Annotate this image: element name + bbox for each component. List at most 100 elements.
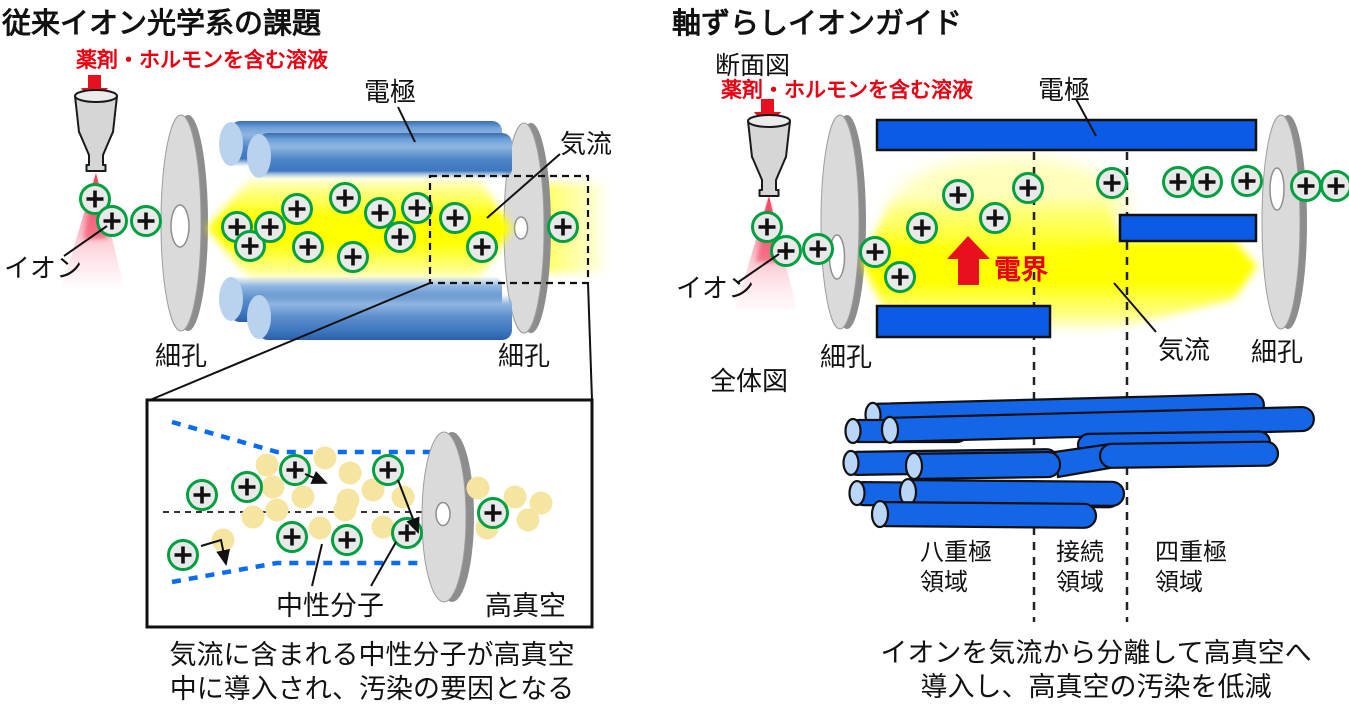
ion-label: イオン bbox=[676, 273, 755, 303]
rod bbox=[904, 450, 1062, 481]
sprayer-nozzle bbox=[74, 89, 118, 172]
ion-symbol bbox=[390, 516, 424, 550]
region-line: 領域 bbox=[1155, 569, 1203, 596]
region-line: 領域 bbox=[920, 569, 968, 596]
ion-symbol bbox=[905, 211, 939, 245]
ion-symbol bbox=[1190, 165, 1224, 199]
region-line: 領域 bbox=[1056, 569, 1104, 596]
caption-line: 中に導入され、汚染の要因となる bbox=[169, 674, 575, 704]
ion-symbol bbox=[330, 523, 364, 557]
pore-label: 細孔 bbox=[1251, 337, 1304, 367]
pore-label: 細孔 bbox=[820, 342, 873, 372]
ion-symbol bbox=[275, 520, 309, 554]
sprayer-nozzle bbox=[747, 114, 791, 197]
ion-symbol bbox=[278, 453, 312, 487]
ion-symbol bbox=[363, 196, 397, 230]
region-line: 四重極 bbox=[1155, 539, 1227, 566]
motion-arrow bbox=[304, 471, 328, 484]
ion-symbol bbox=[1095, 166, 1129, 200]
offset-electrode bbox=[1118, 213, 1258, 243]
ion-symbol bbox=[383, 220, 417, 254]
ion-symbol bbox=[1161, 165, 1195, 199]
high-vacuum-label: 高真空 bbox=[485, 591, 566, 621]
neutral-molecule bbox=[371, 515, 395, 539]
zoom-region-rect bbox=[428, 174, 590, 285]
neutral-molecule-leader-line bbox=[370, 541, 397, 587]
pore-label: 細孔 bbox=[498, 341, 551, 371]
inset-aperture-disk bbox=[421, 431, 474, 603]
ion-symbol bbox=[769, 234, 803, 268]
right-panel-graphics bbox=[735, 98, 1349, 622]
rod bbox=[870, 499, 1098, 529]
neutral-molecule bbox=[241, 505, 265, 529]
electrode-leader-line bbox=[397, 106, 416, 143]
gas-flow-label: 気流 bbox=[1158, 335, 1211, 365]
gas-flow-leader-line bbox=[486, 153, 561, 219]
aperture-disk bbox=[820, 114, 866, 330]
ion-symbol bbox=[801, 232, 835, 266]
ion-symbol bbox=[253, 210, 287, 244]
neutral-molecule bbox=[391, 485, 415, 509]
cross-section-label: 断面図 bbox=[715, 52, 791, 80]
ion-symbol bbox=[1230, 164, 1264, 198]
overall-view-label: 全体図 bbox=[710, 366, 789, 396]
motion-arrow bbox=[397, 479, 420, 534]
ion-symbol bbox=[858, 235, 892, 269]
neutral-molecule-label: 中性分子 bbox=[276, 591, 384, 621]
ion-symbol bbox=[95, 204, 129, 238]
gas-flow-label: 気流 bbox=[560, 129, 613, 159]
neutral-molecule bbox=[265, 498, 289, 522]
ion-symbol bbox=[1011, 171, 1045, 205]
zoom-connector-line bbox=[149, 282, 431, 401]
zoom-connector-line bbox=[587, 282, 593, 401]
neutral-molecule bbox=[255, 453, 279, 477]
inset-magnified-view bbox=[145, 398, 594, 629]
neutral-molecule bbox=[338, 461, 362, 485]
electrode-leader-line bbox=[1075, 98, 1097, 137]
ion-symbol bbox=[336, 240, 370, 274]
ion-leader-line bbox=[63, 225, 108, 257]
electrode-cylinders bbox=[219, 121, 512, 340]
rod bbox=[898, 477, 1126, 507]
ion-symbol bbox=[166, 538, 200, 572]
ion-symbol bbox=[941, 178, 975, 212]
multipole-rods bbox=[842, 392, 1315, 529]
ion-symbol bbox=[185, 478, 219, 512]
left-panel-graphics bbox=[62, 75, 608, 629]
right-panel-title: 軸ずらしイオンガイド bbox=[672, 8, 963, 40]
region-quadrupole-label: 四重極 領域 bbox=[1155, 538, 1227, 598]
solution-label: 薬剤・ホルモンを含む溶液 bbox=[76, 49, 328, 72]
region-line: 接続 bbox=[1056, 539, 1104, 566]
neutral-molecule bbox=[503, 485, 527, 509]
neutral-molecule bbox=[261, 475, 285, 499]
aperture-disk bbox=[160, 114, 208, 332]
ion-symbol bbox=[438, 201, 472, 235]
solution-label: 薬剤・ホルモンを含む溶液 bbox=[721, 79, 973, 102]
motion-arrow bbox=[200, 538, 230, 566]
caption-line: 気流に含まれる中性分子が高真空 bbox=[169, 640, 575, 670]
neutral-molecule-leader-line bbox=[311, 543, 323, 587]
left-panel-title: 従来イオン光学系の課題 bbox=[2, 8, 322, 40]
bottom-electrode bbox=[875, 304, 1052, 339]
gas-flow-leader-line bbox=[1113, 282, 1157, 333]
pore-label: 細孔 bbox=[155, 341, 208, 371]
rod bbox=[1098, 440, 1280, 469]
caption-line: 導入し、高真空の汚染を低減 bbox=[920, 672, 1272, 702]
ion-symbol bbox=[129, 204, 163, 238]
ion-leader-line bbox=[736, 253, 780, 284]
left-panel-caption: 気流に含まれる中性分子が高真空 中に導入され、汚染の要因となる bbox=[122, 638, 622, 706]
electrode-label: 電極 bbox=[364, 77, 417, 107]
ion-symbol bbox=[978, 201, 1012, 235]
neutral-molecule bbox=[529, 491, 553, 515]
ion-label: イオン bbox=[4, 253, 83, 283]
ion-symbol bbox=[465, 230, 499, 264]
aperture-disk bbox=[1261, 114, 1307, 330]
ion-symbol bbox=[750, 210, 784, 244]
region-connection-label: 接続 領域 bbox=[1056, 538, 1104, 598]
electrode-label: 電極 bbox=[1038, 75, 1091, 105]
flow-boundary-dashed bbox=[171, 560, 432, 585]
ion-symbol bbox=[230, 470, 264, 504]
top-electrode bbox=[875, 118, 1258, 152]
